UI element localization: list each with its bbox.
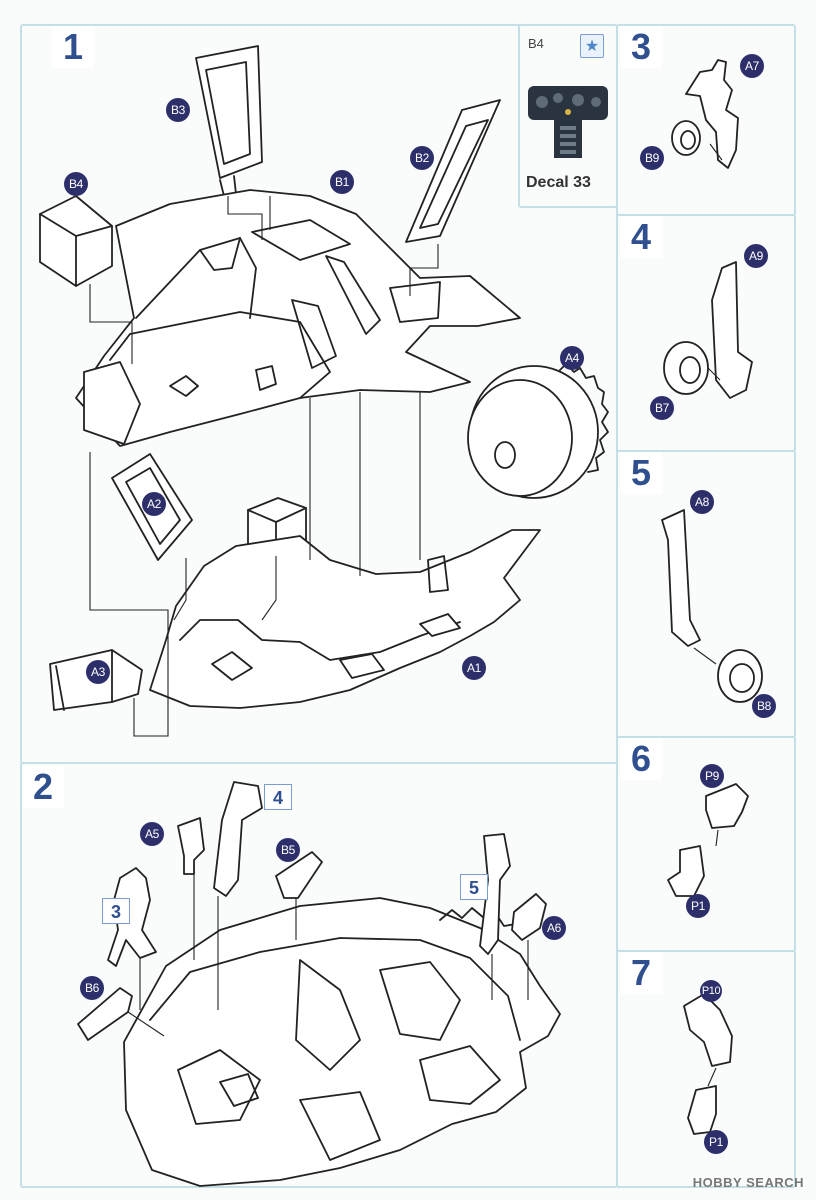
part-a9-shape	[711, 261, 753, 399]
decal-name: Decal 33	[526, 174, 591, 191]
callout-p9: P9	[700, 764, 724, 788]
step-2-panel	[20, 762, 618, 1188]
part-a9-installed-shape	[213, 781, 263, 897]
substep-4-ref: 4	[264, 784, 292, 810]
callout-b2: B2	[410, 146, 434, 170]
callout-b8: B8	[752, 694, 776, 718]
part-a7-shape	[685, 59, 739, 169]
callout-b6: B6	[80, 976, 104, 1000]
callout-p1-step7: P1	[704, 1130, 728, 1154]
callout-b4: B4	[64, 172, 88, 196]
callout-p1: P1	[686, 894, 710, 918]
step-4-number: 4	[620, 216, 662, 258]
part-a5-shape	[177, 817, 205, 875]
callout-a1: A1	[462, 656, 486, 680]
step-1-number: 1	[52, 26, 94, 68]
callout-a5: A5	[140, 822, 164, 846]
part-a8-installed-shape	[479, 833, 511, 955]
step-3-number: 3	[620, 26, 662, 68]
part-b6-shape	[77, 987, 133, 1041]
part-p1-shape	[667, 845, 705, 897]
callout-a7: A7	[740, 54, 764, 78]
callout-b7: B7	[650, 396, 674, 420]
assembled-body-shape	[123, 897, 561, 1187]
star-icon: ★	[580, 34, 604, 58]
callout-a2: A2	[142, 492, 166, 516]
part-p10-shape	[683, 993, 733, 1067]
substep-5-ref: 5	[460, 874, 488, 900]
part-b5-shape	[275, 851, 323, 899]
callout-a9: A9	[744, 244, 768, 268]
callout-p10: P10	[700, 980, 722, 1002]
callout-a4: A4	[560, 346, 584, 370]
decal-33-graphic	[528, 86, 608, 158]
step-7-number: 7	[620, 952, 662, 994]
part-p9-shape	[705, 783, 749, 829]
part-a8-shape	[661, 509, 701, 647]
callout-a6: A6	[542, 916, 566, 940]
callout-a3: A3	[86, 660, 110, 684]
substep-3-ref: 3	[102, 898, 130, 924]
watermark: HOBBY SEARCH	[692, 1175, 804, 1190]
part-p1b-shape	[687, 1085, 717, 1135]
lower-fuselage-shape	[149, 529, 541, 709]
part-a6-shape	[511, 893, 547, 941]
callout-b1: B1	[330, 170, 354, 194]
step-6-number: 6	[620, 738, 662, 780]
callout-b9: B9	[640, 146, 664, 170]
step-2-number: 2	[22, 766, 64, 808]
callout-b5: B5	[276, 838, 300, 862]
decal-part-label: B4	[528, 36, 544, 51]
part-b3-shape	[195, 45, 263, 179]
callout-b3: B3	[166, 98, 190, 122]
step-5-number: 5	[620, 452, 662, 494]
callout-a8: A8	[690, 490, 714, 514]
